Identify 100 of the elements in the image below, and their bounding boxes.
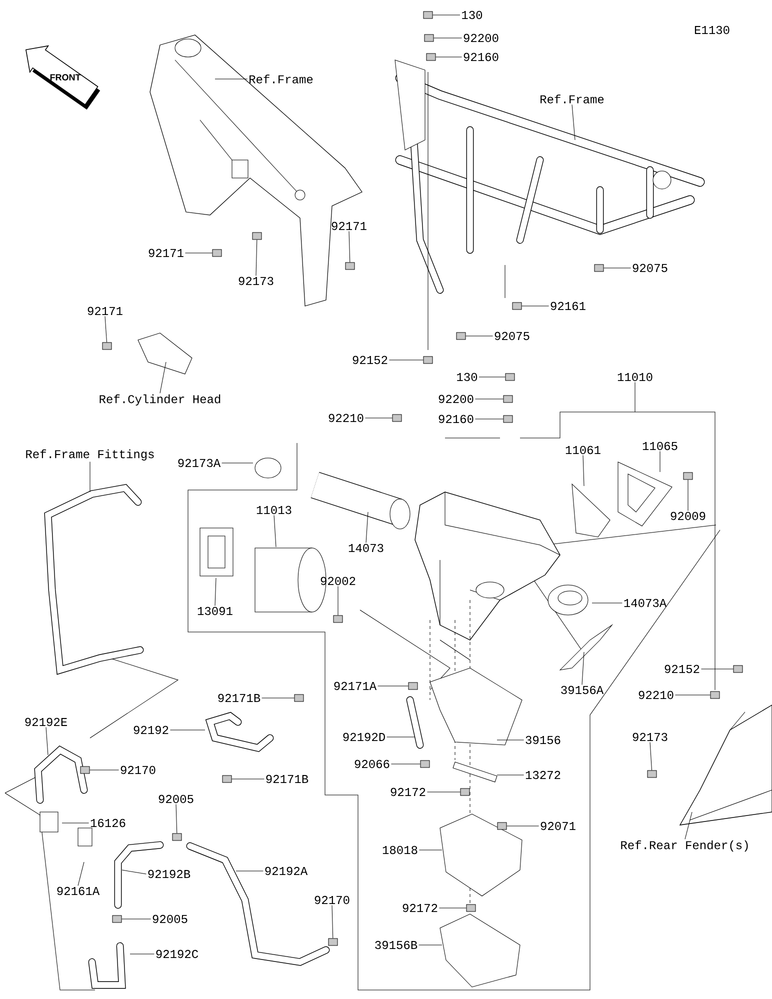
- callout-label: 16126: [90, 818, 126, 828]
- callout-label: 92170: [120, 766, 156, 774]
- leader-line: [232, 778, 264, 780]
- leader-line: [256, 240, 258, 276]
- small-part: [222, 775, 232, 783]
- callout-label: 92161A: [57, 886, 100, 896]
- callout-label: 13091: [198, 606, 232, 616]
- leader-line: [582, 652, 584, 685]
- callout-label: 92173A: [178, 458, 221, 468]
- callout-label: 92210: [638, 690, 674, 700]
- callout-label: 92192A: [265, 866, 308, 876]
- leader-line: [496, 774, 524, 776]
- leader-line: [176, 804, 178, 834]
- leader-line: [104, 316, 107, 342]
- small-part: [333, 615, 343, 623]
- small-part: [420, 760, 430, 768]
- leader-line: [650, 742, 652, 770]
- leader-line: [122, 870, 146, 874]
- callout-label: 13272: [526, 770, 560, 780]
- leader-line: [674, 694, 710, 696]
- callout-label: 92171: [332, 222, 366, 230]
- leader-line: [46, 727, 48, 756]
- small-part: [345, 262, 355, 270]
- small-part: [212, 249, 222, 257]
- leader-line: [214, 78, 248, 80]
- callout-label: 92005: [152, 914, 188, 924]
- callout-label: 92170: [314, 896, 350, 904]
- callout-label: 92160: [438, 414, 474, 424]
- callout-label: 92192C: [156, 950, 198, 958]
- leader-line: [62, 822, 90, 824]
- callout-label: 92075: [494, 332, 530, 340]
- callout-label: 92171A: [334, 682, 377, 690]
- callout-label: 39156: [526, 736, 560, 744]
- leader-line: [474, 418, 504, 420]
- small-part: [710, 691, 720, 699]
- leader-line: [78, 862, 84, 886]
- callout-label: 39156B: [375, 940, 418, 950]
- leader-line: [684, 812, 692, 840]
- leader-line: [236, 870, 264, 872]
- small-part: [112, 915, 122, 923]
- callout-label: 130: [457, 372, 478, 382]
- small-part: [408, 682, 418, 690]
- callout-label: 92161: [550, 302, 586, 310]
- leader-line: [348, 231, 350, 262]
- leader-line: [572, 104, 576, 140]
- small-part: [102, 342, 112, 350]
- callout-label: 11061: [566, 446, 600, 454]
- callout-label: 92200: [464, 34, 498, 42]
- small-part: [392, 414, 402, 422]
- callout-label: 92172: [390, 788, 426, 796]
- callout-label: 92172: [402, 904, 438, 912]
- callout-label: 92171: [148, 248, 184, 258]
- small-part: [456, 332, 466, 340]
- callout-label: 92005: [158, 794, 194, 804]
- small-part: [424, 34, 434, 42]
- callout-label: Ref.Rear Fender(s): [621, 840, 748, 852]
- callout-label: 92071: [540, 822, 576, 830]
- leader-line: [366, 512, 368, 543]
- small-part: [460, 788, 470, 796]
- small-part: [423, 356, 433, 364]
- small-part: [328, 938, 338, 946]
- small-part: [647, 770, 657, 778]
- callout-label: 92192E: [25, 718, 67, 726]
- callout-label: 92075: [632, 264, 668, 272]
- callout-label: 92192D: [343, 732, 385, 742]
- leader-line: [592, 602, 622, 604]
- diagram-code: E1130: [694, 26, 730, 34]
- leader-line: [222, 462, 254, 464]
- small-part: [252, 232, 262, 240]
- small-part: [512, 302, 522, 310]
- leader-line: [432, 14, 460, 16]
- callout-label: Ref.Frame: [540, 94, 604, 104]
- callout-label: 92152: [664, 664, 700, 674]
- callout-label: 11013: [256, 506, 292, 514]
- small-part: [423, 11, 433, 19]
- small-part: [426, 53, 436, 61]
- small-part: [503, 415, 513, 423]
- leader-line: [214, 578, 216, 606]
- leader-line: [122, 918, 152, 920]
- callout-label: 92009: [670, 512, 706, 520]
- callout-label: 92066: [354, 760, 390, 768]
- leader-line: [474, 398, 504, 400]
- callout-label: 92200: [438, 394, 474, 404]
- leader-line: [634, 382, 636, 412]
- callout-label: 18018: [382, 846, 418, 854]
- leader-line: [700, 668, 734, 670]
- callout-label: 92192: [134, 726, 168, 734]
- callout-label: 92152: [352, 356, 388, 364]
- small-part: [594, 264, 604, 272]
- small-part: [503, 395, 513, 403]
- leader-line: [160, 362, 166, 394]
- callout-label: 92192B: [148, 870, 190, 878]
- leader-line: [184, 252, 212, 254]
- callout-label: 92173: [632, 732, 668, 742]
- callout-label: 92171: [88, 306, 122, 316]
- leader-line: [418, 944, 442, 946]
- small-part: [733, 665, 743, 673]
- callout-label: Ref.Frame Fittings: [26, 449, 154, 461]
- leader-line: [436, 56, 462, 58]
- callout-label: 92160: [464, 52, 498, 62]
